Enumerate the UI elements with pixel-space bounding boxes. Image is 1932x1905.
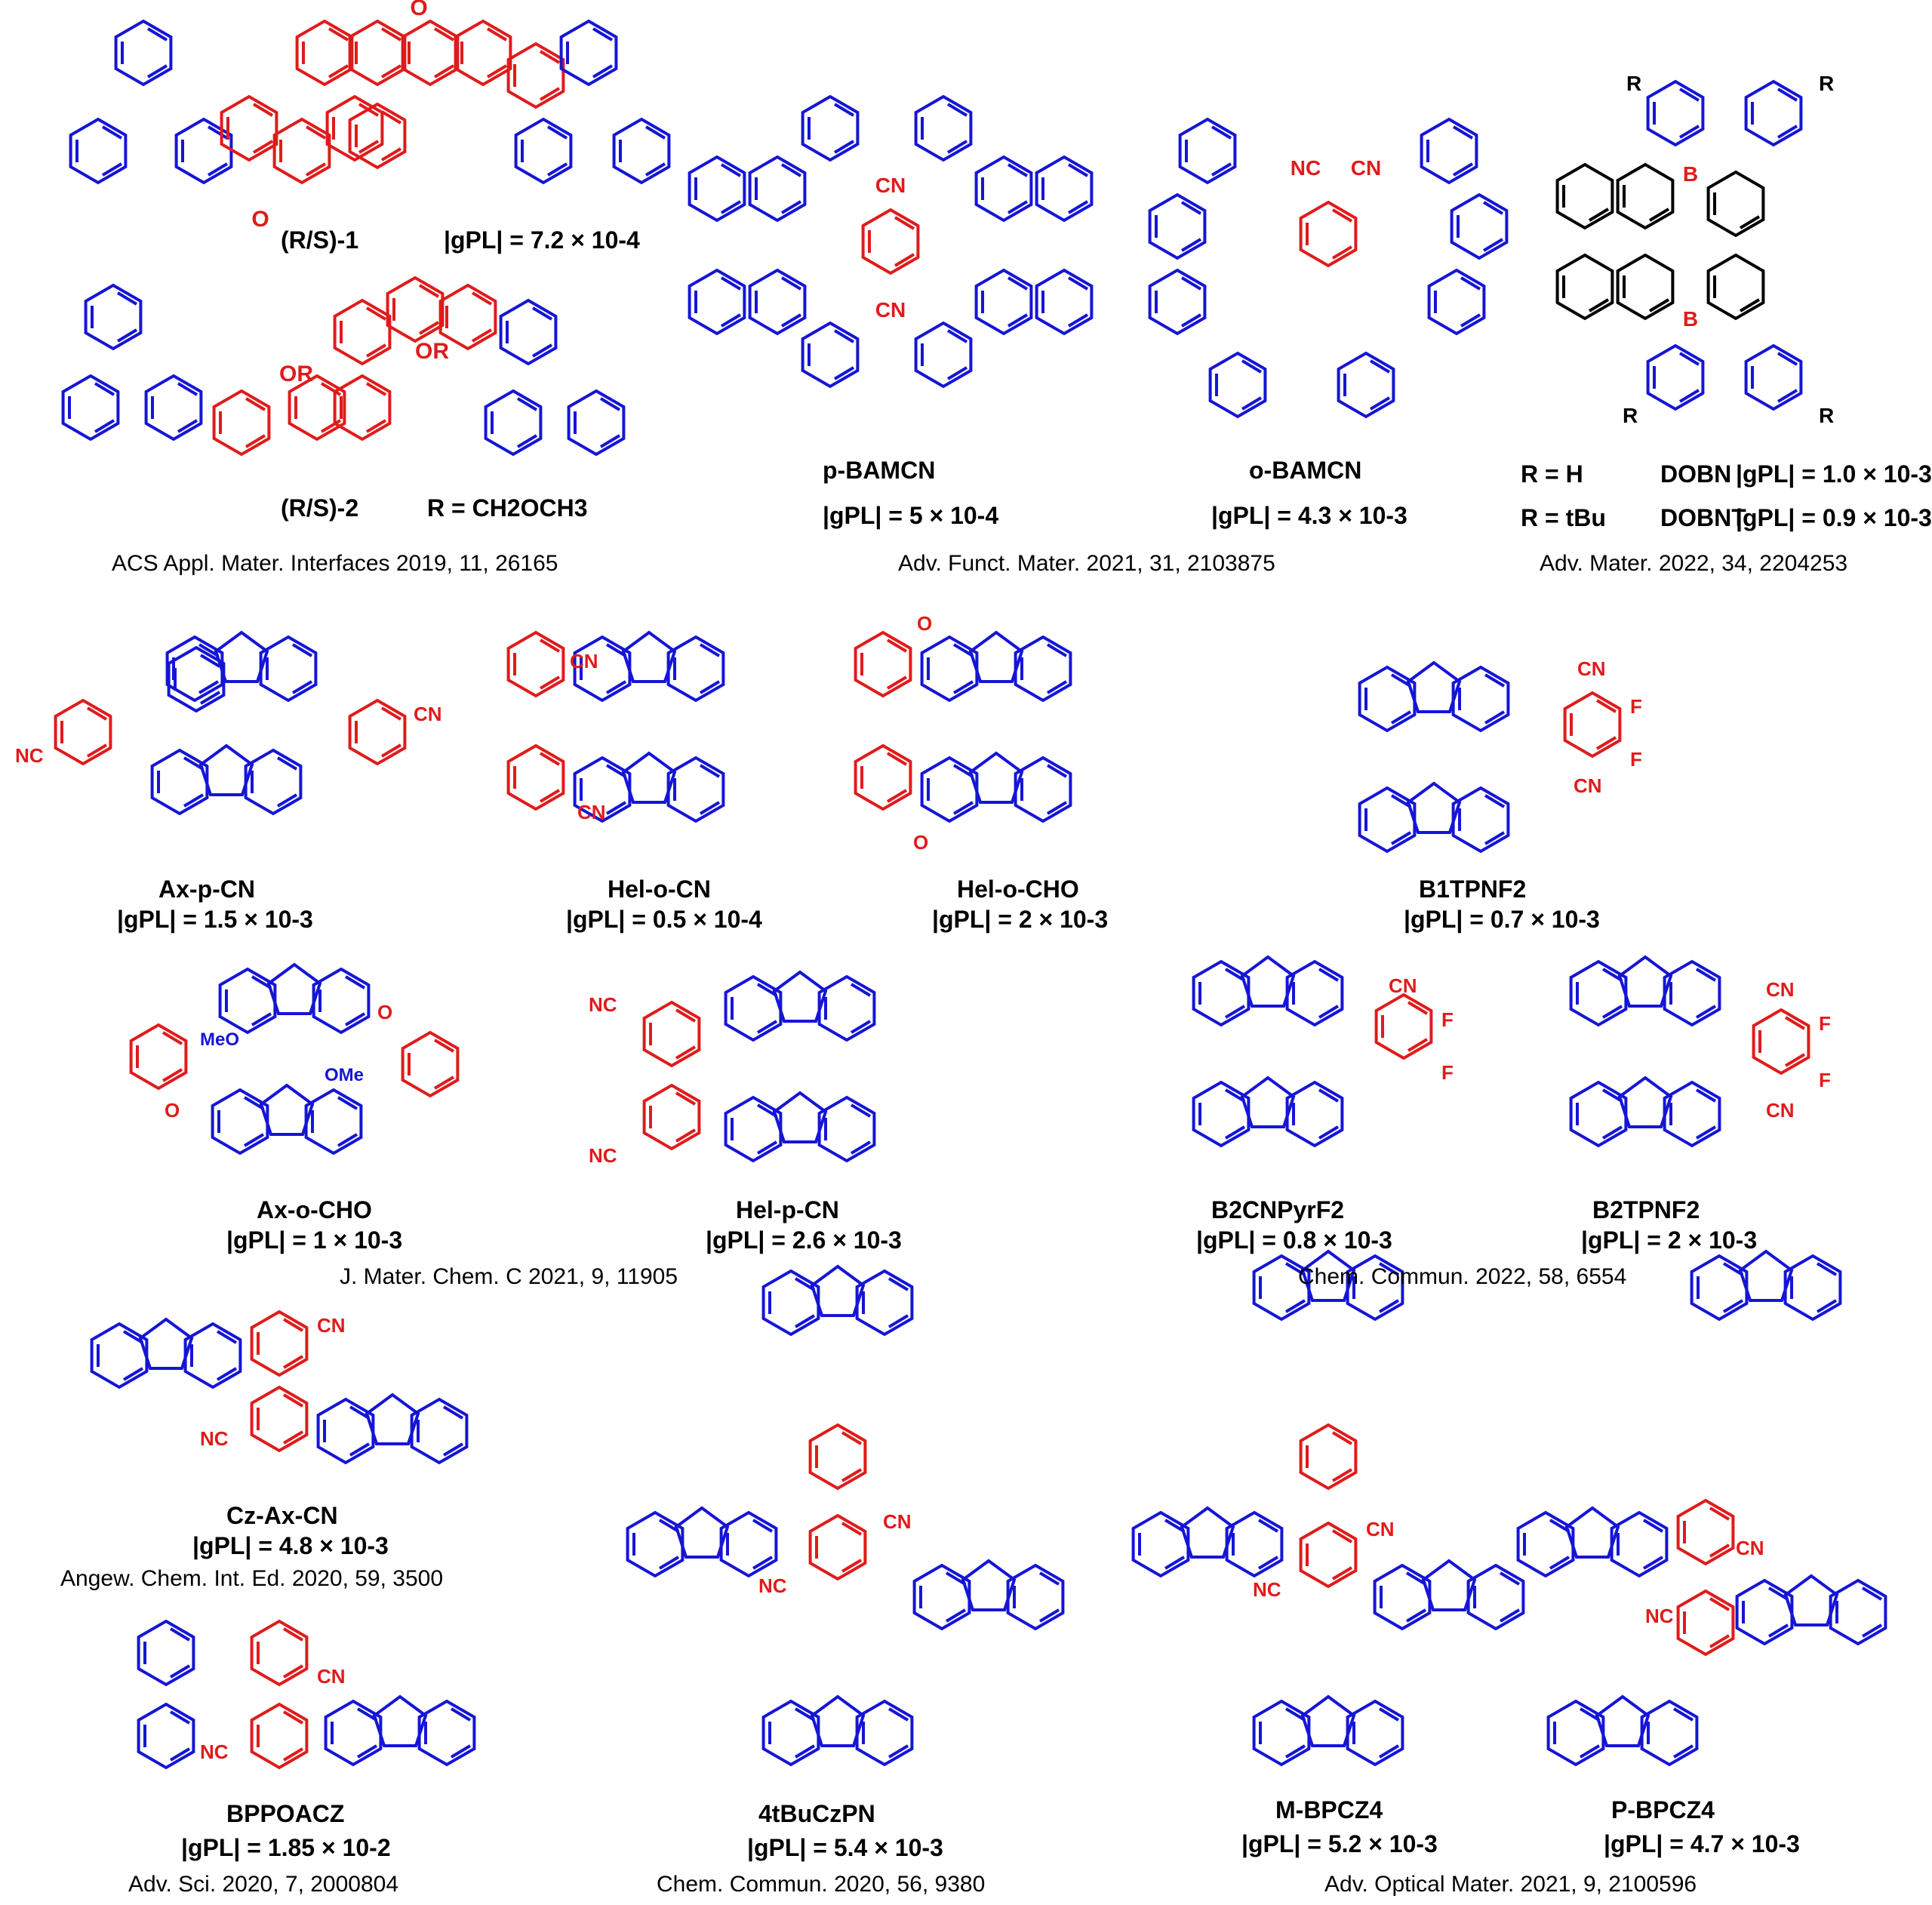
svg-text:NC: NC [200, 1740, 229, 1763]
reference: ACS Appl. Mater. Interfaces 2019, 11, 26… [112, 551, 558, 576]
svg-text:O: O [410, 0, 427, 20]
compound-name: (R/S)-2 [281, 494, 359, 522]
gpl-value: |gPL| = 1.85 × 10-2 [181, 1834, 391, 1861]
svg-text:R: R [1819, 404, 1834, 427]
reference: Adv. Mater. 2022, 34, 2204253 [1540, 551, 1848, 576]
svg-text:CN: CN [1366, 1518, 1395, 1540]
compound-name: 4tBuCzPN [758, 1800, 875, 1827]
gpl-value: |gPL| = 2 × 10-3 [1581, 1226, 1758, 1254]
reference: Adv. Funct. Mater. 2021, 31, 2103875 [898, 551, 1275, 576]
reference: Adv. Sci. 2020, 7, 2000804 [128, 1872, 399, 1897]
gpl-value: |gPL| = 0.5 × 10-4 [566, 906, 762, 933]
svg-text:NC: NC [1645, 1605, 1674, 1627]
compound-name: M-BPCZ4 [1275, 1796, 1383, 1823]
compound-name: B1TPNF2 [1419, 876, 1527, 903]
svg-text:NC: NC [1253, 1578, 1281, 1601]
compound-name: o-BAMCN [1249, 457, 1362, 484]
gpl-value: |gPL| = 2 × 10-3 [932, 906, 1109, 933]
reference: J. Mater. Chem. C 2021, 9, 11905 [340, 1264, 678, 1289]
svg-text:CN: CN [317, 1314, 346, 1337]
reference: Chem. Commun. 2020, 56, 9380 [657, 1872, 986, 1897]
svg-text:F: F [1441, 1008, 1454, 1031]
svg-text:F: F [1441, 1061, 1454, 1084]
svg-text:CN: CN [577, 801, 606, 823]
svg-text:CN: CN [1766, 1099, 1795, 1122]
compound-name: Hel-o-CN [608, 876, 711, 903]
compound-name: (R/S)-1 [281, 226, 359, 254]
gpl-value: |gPL| = 1.0 × 10-3 [1736, 460, 1932, 488]
compound-name: Ax-o-CHO [257, 1196, 372, 1223]
r-substituent: R = CH2OCH3 [427, 494, 588, 522]
gpl-value: |gPL| = 5.2 × 10-3 [1241, 1830, 1438, 1857]
compound-name: B2CNPyrF2 [1211, 1196, 1345, 1223]
svg-text:NC: NC [200, 1427, 229, 1450]
r-substituent: R = tBu [1521, 504, 1606, 531]
svg-text:F: F [1819, 1012, 1831, 1035]
gpl-value: |gPL| = 5.4 × 10-3 [747, 1834, 943, 1861]
compound-name: P-BPCZ4 [1611, 1796, 1715, 1823]
gpl-value: |gPL| = 5 × 10-4 [823, 502, 999, 529]
gpl-value: |gPL| = 4.3 × 10-3 [1211, 502, 1407, 529]
svg-text:CN: CN [317, 1665, 346, 1688]
r-substituent: R = H [1521, 460, 1583, 488]
gpl-value: |gPL| = 0.8 × 10-3 [1196, 1226, 1392, 1254]
compound-name: B2TPNF2 [1592, 1196, 1700, 1223]
svg-text:B: B [1683, 162, 1698, 186]
svg-text:O: O [165, 1099, 180, 1122]
gpl-value: |gPL| = 7.2 × 10-4 [444, 226, 640, 254]
reference: Adv. Optical Mater. 2021, 9, 2100596 [1324, 1872, 1697, 1897]
svg-text:R: R [1626, 72, 1641, 95]
svg-text:O: O [377, 1001, 392, 1023]
compound-name: DOBN [1660, 460, 1732, 488]
compound-name: BPPOACZ [226, 1800, 345, 1827]
compound-name: Cz-Ax-CN [226, 1502, 338, 1529]
svg-text:CN: CN [883, 1510, 912, 1533]
svg-text:CN: CN [570, 650, 598, 672]
svg-text:CN: CN [414, 703, 442, 725]
compound-name: DOBNT [1660, 504, 1746, 531]
svg-text:CN: CN [1766, 978, 1795, 1001]
compound-name: Hel-o-CHO [957, 876, 1079, 903]
svg-text:O: O [913, 831, 928, 854]
svg-text:NC: NC [758, 1574, 787, 1597]
svg-text:B: B [1683, 307, 1698, 331]
svg-text:CN: CN [1736, 1537, 1764, 1559]
svg-text:F: F [1630, 748, 1642, 771]
svg-text:NC: NC [589, 993, 617, 1016]
gpl-value: |gPL| = 4.8 × 10-3 [192, 1532, 389, 1559]
svg-text:OMe: OMe [325, 1065, 364, 1085]
svg-text:OR: OR [415, 339, 449, 364]
svg-text:NC: NC [589, 1144, 617, 1167]
svg-text:CN: CN [875, 174, 906, 197]
reference: Angew. Chem. Int. Ed. 2020, 59, 3500 [60, 1566, 444, 1591]
svg-text:R: R [1819, 72, 1834, 95]
svg-text:F: F [1819, 1069, 1831, 1091]
compound-name: Ax-p-CN [158, 876, 255, 903]
svg-text:F: F [1630, 695, 1642, 718]
gpl-value: |gPL| = 4.7 × 10-3 [1604, 1830, 1800, 1857]
svg-text:CN: CN [1574, 774, 1602, 797]
reference: Chem. Commun. 2022, 58, 6554 [1298, 1264, 1627, 1289]
svg-text:R: R [1623, 404, 1638, 427]
compound-name: Hel-p-CN [736, 1196, 839, 1223]
svg-text:NC: NC [1291, 156, 1321, 180]
svg-text:CN: CN [875, 298, 906, 322]
svg-text:CN: CN [1577, 657, 1606, 680]
svg-text:CN: CN [1351, 156, 1381, 180]
svg-text:O: O [917, 612, 932, 635]
gpl-value: |gPL| = 1.5 × 10-3 [117, 906, 313, 933]
compound-name: p-BAMCN [823, 457, 936, 484]
gpl-value: |gPL| = 2.6 × 10-3 [706, 1226, 902, 1254]
gpl-value: |gPL| = 0.7 × 10-3 [1404, 906, 1600, 933]
gpl-value: |gPL| = 1 × 10-3 [226, 1226, 403, 1254]
svg-text:MeO: MeO [200, 1029, 239, 1050]
svg-text:NC: NC [15, 744, 44, 767]
svg-text:O: O [251, 207, 269, 232]
gpl-value: |gPL| = 0.9 × 10-3 [1736, 504, 1932, 531]
svg-text:OR: OR [279, 362, 313, 386]
svg-text:CN: CN [1389, 974, 1417, 997]
